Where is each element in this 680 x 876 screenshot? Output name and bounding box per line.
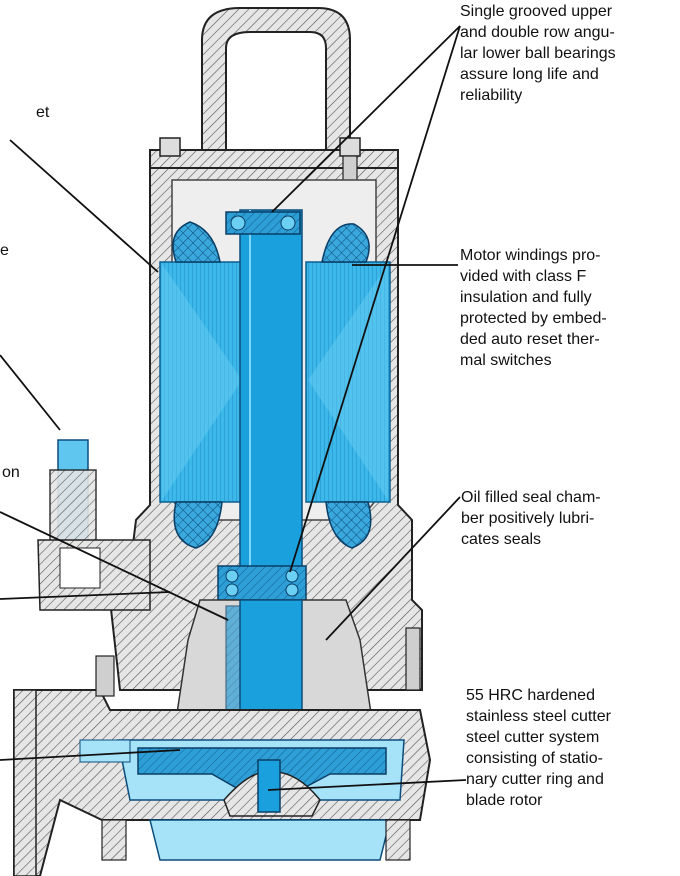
upper-bearing xyxy=(225,211,301,235)
callout-line: 55 HRC hardened xyxy=(466,687,595,704)
callout-line: cates seals xyxy=(461,531,542,548)
side-bolt xyxy=(95,655,115,697)
stator-left xyxy=(159,261,245,503)
callout-line: vided with class F xyxy=(460,268,587,285)
callout-line: and double row angu- xyxy=(460,24,615,41)
suction-inlet xyxy=(149,819,391,861)
cover-bolt-left xyxy=(159,137,181,157)
cropped-label-fragment: on xyxy=(2,464,20,481)
callout-line: ded auto reset ther- xyxy=(460,331,600,348)
callout-line: Motor windings pro- xyxy=(460,247,601,264)
callout-cutter-system: 55 HRC hardened stainless steel cutter s… xyxy=(466,685,611,811)
cropped-label-fragment: e xyxy=(0,242,9,259)
callout-line: assure long life and xyxy=(460,66,599,83)
callout-line: ber positively lubri- xyxy=(461,510,595,527)
discharge-channel xyxy=(79,739,131,763)
callout-line: stainless steel cutter xyxy=(466,708,611,725)
callout-line: steel cutter system xyxy=(466,729,600,746)
callout-line: mal switches xyxy=(460,352,552,369)
leader-lines xyxy=(0,25,467,791)
top-cover xyxy=(149,149,399,169)
callout-seal-chamber: Oil filled seal cham- ber positively lub… xyxy=(461,487,601,550)
callout-line: blade rotor xyxy=(466,792,543,809)
winding-top-right xyxy=(321,223,370,263)
callout-line: consisting of statio- xyxy=(466,750,603,767)
side-bolt xyxy=(405,627,421,691)
callout-line: protected by embed- xyxy=(460,310,607,327)
callout-line: lar lower ball bearings xyxy=(460,45,616,62)
discharge-flange xyxy=(13,689,37,876)
callout-line: reliability xyxy=(460,87,523,104)
callout-line: Oil filled seal cham- xyxy=(461,489,601,506)
cropped-label-fragment: et xyxy=(36,104,50,121)
callout-line: nary cutter ring and xyxy=(466,771,604,788)
winding-top-left xyxy=(172,221,221,263)
callout-line: insulation and fully xyxy=(460,289,592,306)
callout-bearings: Single grooved upper and double row angu… xyxy=(460,1,616,106)
winding-bottom-left xyxy=(173,501,223,549)
lifting-handle xyxy=(201,7,351,161)
winding-bottom-right xyxy=(325,501,372,549)
stator-right xyxy=(305,261,391,503)
cutter-bolt xyxy=(257,759,281,813)
stator-pattern-left xyxy=(162,264,242,500)
callout-motor-windings: Motor windings pro- vided with class F i… xyxy=(460,245,607,371)
callout-line: Single grooved upper xyxy=(460,3,613,20)
